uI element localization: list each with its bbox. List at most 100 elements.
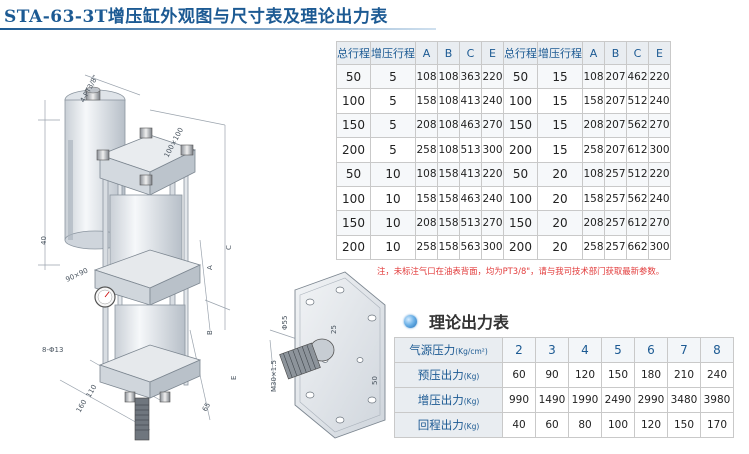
cylinder-drawing: 4-PT3/8" 100×100 90×90 8-Φ13 110 160 65 … <box>38 74 386 441</box>
column-header: A <box>582 41 605 65</box>
force-value-cell: 170 <box>700 412 734 438</box>
force-value-cell: 990 <box>502 387 536 413</box>
force-label-unit: (Kg) <box>463 397 480 406</box>
table-cell: 207 <box>604 112 627 139</box>
table-cell: 612 <box>626 210 649 236</box>
label-110: 110 <box>85 383 99 399</box>
table-cell: 50 <box>336 63 371 90</box>
table-cell: 158 <box>582 185 605 212</box>
table-cell: 562 <box>626 112 649 139</box>
table-cell: 563 <box>459 234 482 261</box>
table-cell: 257 <box>604 234 627 261</box>
footnote: 注，未标注气口在油表背面，均为PT3/8"，请与我司技术部门获取最新参数。 <box>377 266 665 276</box>
column-header: C <box>626 41 649 65</box>
table-cell: 220 <box>648 63 671 90</box>
force-section-title: 理论出力表 <box>429 313 510 332</box>
table-cell: 220 <box>481 63 504 90</box>
force-label-text: 增压出力 <box>417 393 464 407</box>
column-header: E <box>648 41 671 65</box>
table-cell: 20 <box>537 185 583 212</box>
label-thread: M30×1.5 <box>270 360 278 392</box>
table-cell: 270 <box>648 112 671 139</box>
table-cell: 258 <box>415 137 438 163</box>
table-cell: 158 <box>437 234 460 261</box>
table-cell: 10 <box>370 185 416 212</box>
table-cell: 562 <box>626 185 649 212</box>
table-cell: 108 <box>437 63 460 90</box>
table-cell: 100 <box>503 88 538 114</box>
column-header: 增压行程 <box>537 41 583 65</box>
table-cell: 463 <box>459 185 482 212</box>
column-header: B <box>604 41 627 65</box>
bullet-icon <box>404 314 417 328</box>
table-cell: 207 <box>604 88 627 114</box>
force-label-text: 回程出力 <box>417 418 464 432</box>
table-cell: 100 <box>336 185 371 212</box>
table-cell: 413 <box>459 88 482 114</box>
table-cell: 220 <box>481 161 504 187</box>
force-value-cell: 120 <box>568 362 602 388</box>
label-25: 25 <box>330 325 338 334</box>
table-cell: 208 <box>415 112 438 139</box>
table-cell: 512 <box>626 161 649 187</box>
table-cell: 258 <box>582 234 605 261</box>
table-cell: 513 <box>459 137 482 163</box>
table-cell: 158 <box>437 210 460 236</box>
force-value-cell: 180 <box>634 362 668 388</box>
force-value-cell: 8 <box>700 337 734 363</box>
table-cell: 200 <box>336 234 371 261</box>
table-cell: 150 <box>336 112 371 139</box>
table-cell: 208 <box>582 112 605 139</box>
force-value-cell: 3980 <box>700 387 734 413</box>
force-value-cell: 2990 <box>634 387 668 413</box>
table-cell: 10 <box>370 234 416 261</box>
table-cell: 108 <box>582 161 605 187</box>
table-cell: 200 <box>336 137 371 163</box>
table-cell: 158 <box>582 88 605 114</box>
table-cell: 100 <box>336 88 371 114</box>
table-cell: 15 <box>537 112 583 139</box>
table-cell: 270 <box>648 210 671 236</box>
table-cell: 240 <box>481 88 504 114</box>
page-title: STA-63-3T增压缸外观图与尺寸表及理论出力表 <box>4 7 388 27</box>
table-cell: 257 <box>604 185 627 212</box>
force-value-cell: 40 <box>502 412 536 438</box>
table-cell: 158 <box>415 88 438 114</box>
table-cell: 240 <box>648 185 671 212</box>
table-cell: 150 <box>503 210 538 236</box>
force-row-label: 回程出力(Kg) <box>394 412 503 438</box>
force-value-cell: 7 <box>667 337 701 363</box>
table-cell: 108 <box>582 63 605 90</box>
table-cell: 15 <box>537 88 583 114</box>
table-cell: 50 <box>503 63 538 90</box>
column-header: 增压行程 <box>370 41 416 65</box>
table-cell: 5 <box>370 137 416 163</box>
table-cell: 208 <box>415 210 438 236</box>
column-header: A <box>415 41 438 65</box>
table-cell: 150 <box>503 112 538 139</box>
table-cell: 50 <box>336 161 371 187</box>
table-cell: 463 <box>459 112 482 139</box>
table-cell: 100 <box>503 185 538 212</box>
table-cell: 363 <box>459 63 482 90</box>
table-cell: 512 <box>626 88 649 114</box>
label-phi55: Φ55 <box>281 316 289 330</box>
force-row-label: 气源压力(Kg/cm²) <box>394 337 503 363</box>
force-value-cell: 100 <box>601 412 635 438</box>
force-label-text: 预压出力 <box>417 368 464 382</box>
column-header: 总行程 <box>503 41 538 65</box>
table-cell: 257 <box>604 210 627 236</box>
force-value-cell: 6 <box>634 337 668 363</box>
force-value-cell: 1990 <box>568 387 602 413</box>
force-value-cell: 240 <box>700 362 734 388</box>
